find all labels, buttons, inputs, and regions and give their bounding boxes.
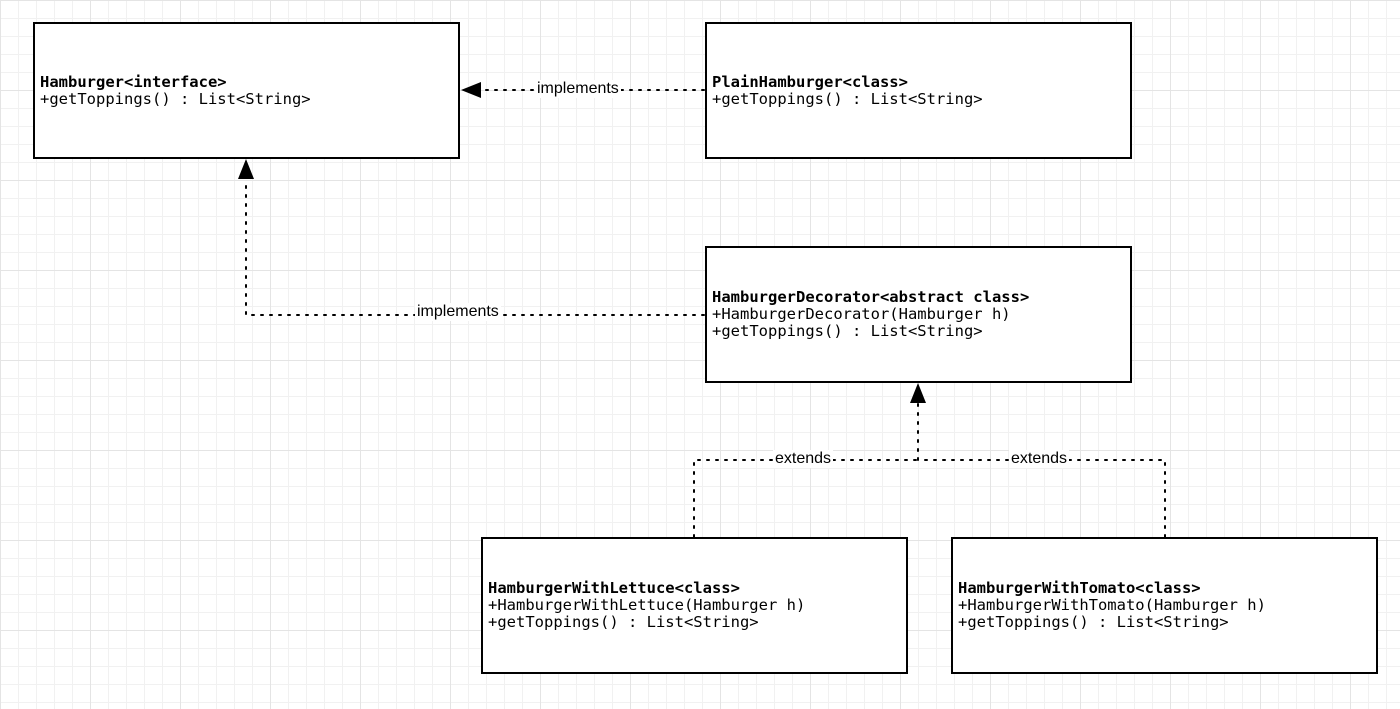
class-member: +HamburgerWithTomato(Hamburger h)	[958, 596, 1266, 614]
decorator-implements-label: implements	[415, 303, 501, 321]
class-member: +HamburgerDecorator(Hamburger h)	[712, 305, 1011, 323]
implements-arrowhead-left	[461, 82, 481, 98]
decorator-implements-line	[245, 179, 705, 316]
class-title: HamburgerWithTomato<class>	[958, 579, 1201, 597]
plain-implements-label: implements	[535, 80, 621, 98]
class-member: +HamburgerWithLettuce(Hamburger h)	[488, 596, 806, 614]
class-member: +getToppings() : List<String>	[712, 89, 983, 108]
class-member: +getToppings() : List<String>	[40, 89, 311, 108]
implements-arrowhead-up	[238, 159, 254, 179]
class-member: +getToppings() : List<String>	[712, 322, 983, 340]
hamburger-decorator-abstract-box: HamburgerDecorator<abstract class> +Hamb…	[705, 246, 1132, 383]
tomato-extends-label: extends	[1009, 450, 1070, 468]
class-title: PlainHamburger<class>	[712, 72, 908, 91]
class-title: HamburgerDecorator<abstract class>	[712, 288, 1030, 306]
tomato-extends-line	[917, 459, 1166, 538]
class-member: +getToppings() : List<String>	[958, 613, 1229, 631]
hamburger-with-tomato-class-box: HamburgerWithTomato<class> +HamburgerWit…	[951, 537, 1378, 674]
extends-arrowhead-up	[910, 383, 926, 403]
class-member: +getToppings() : List<String>	[488, 613, 759, 631]
hamburger-interface-box: Hamburger<interface> +getToppings() : Li…	[33, 22, 460, 159]
class-title: HamburgerWithLettuce<class>	[488, 579, 740, 597]
plain-hamburger-class-box: PlainHamburger<class> +getToppings() : L…	[705, 22, 1132, 159]
hamburger-with-lettuce-class-box: HamburgerWithLettuce<class> +HamburgerWi…	[481, 537, 908, 674]
lettuce-extends-label: extends	[773, 450, 834, 468]
lettuce-extends-line	[693, 459, 919, 538]
class-title: Hamburger<interface>	[40, 72, 227, 91]
